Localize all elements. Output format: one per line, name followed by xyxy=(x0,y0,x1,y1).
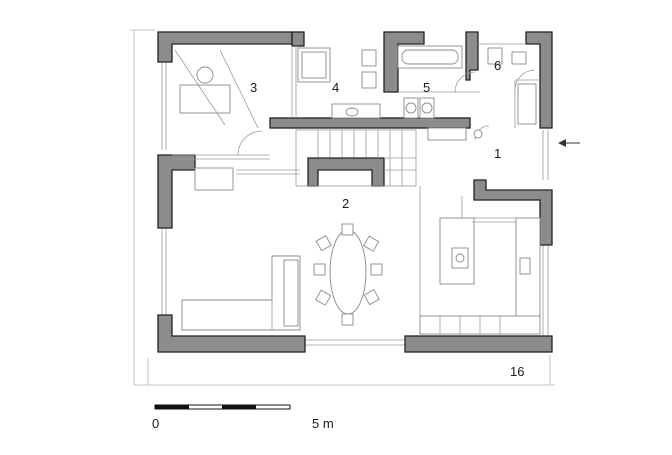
plan-number: 16 xyxy=(510,364,524,379)
dining-table xyxy=(329,229,367,315)
staircase xyxy=(295,129,417,187)
room-label-2: 2 xyxy=(342,196,349,211)
desk-chair xyxy=(196,66,214,84)
hall-bench xyxy=(427,127,467,141)
scale-bar: 0 5 m xyxy=(152,404,334,431)
wall-north-west xyxy=(157,31,293,63)
sofa xyxy=(181,255,301,331)
room-label-4: 4 xyxy=(332,80,339,95)
bath-4-fixtures xyxy=(297,47,381,119)
bath-5-fixtures xyxy=(397,45,463,119)
bidet xyxy=(361,71,377,89)
wall-south-east xyxy=(404,335,553,353)
walls xyxy=(157,31,553,353)
window-lines xyxy=(161,62,549,346)
site-lines xyxy=(130,29,555,386)
hall-furniture xyxy=(419,127,483,336)
kitchen xyxy=(419,196,541,335)
wall-core-top xyxy=(269,117,471,129)
room-label-5: 5 xyxy=(423,80,430,95)
living-furniture xyxy=(181,167,383,331)
door-swings xyxy=(237,69,536,156)
wc-basin xyxy=(511,51,527,65)
wall-west-mid xyxy=(157,154,196,229)
wall-south-west xyxy=(157,314,306,353)
scale-start-label: 0 xyxy=(152,416,159,431)
wall-room-5-west xyxy=(383,31,425,93)
kitchen-sink xyxy=(519,257,531,275)
wall-north-stub xyxy=(291,31,305,47)
wc-toilet xyxy=(487,47,503,65)
room-label-6: 6 xyxy=(494,58,501,73)
scale-end-label: 5 m xyxy=(312,416,334,431)
hall-wardrobe xyxy=(517,83,537,125)
wall-room-6-west xyxy=(465,31,479,81)
wall-core-stair xyxy=(307,157,385,187)
desk xyxy=(179,84,231,114)
office-furniture xyxy=(174,49,259,129)
wc-6-fixtures xyxy=(487,47,537,125)
dining-chairs xyxy=(313,223,383,326)
wall-east-mid xyxy=(473,179,553,246)
sideboard xyxy=(194,167,234,191)
room-labels: 3 4 5 6 1 2 16 xyxy=(250,58,524,379)
toilet xyxy=(361,49,377,67)
room-label-1: 1 xyxy=(494,146,501,161)
partitions xyxy=(172,43,540,160)
room-label-3: 3 xyxy=(250,80,257,95)
entrance-arrow-icon xyxy=(558,139,580,147)
